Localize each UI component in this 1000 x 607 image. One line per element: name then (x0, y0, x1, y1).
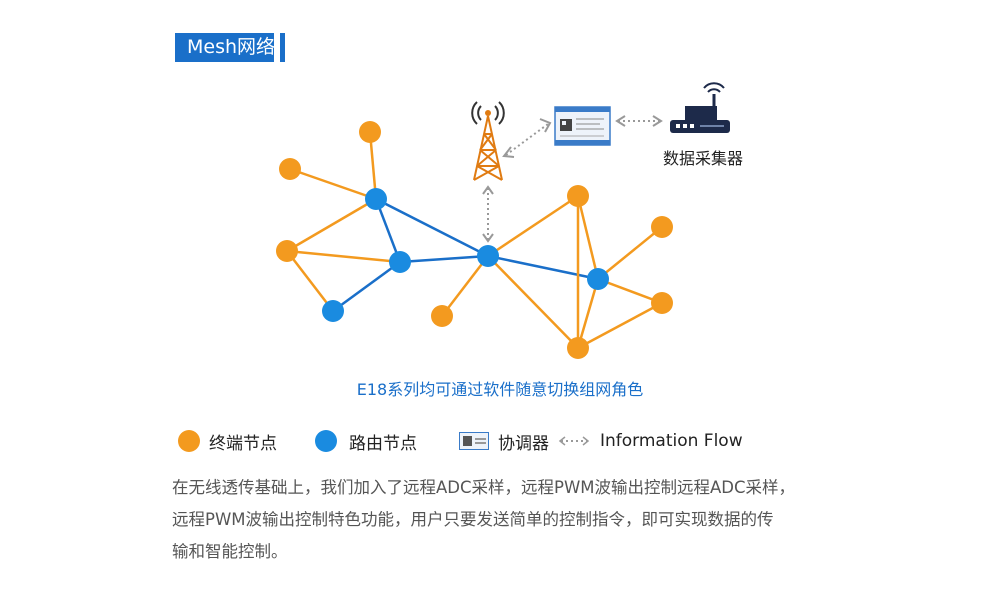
link-e8-r5 (576, 278, 600, 349)
end-node-e2 (279, 158, 301, 180)
link-e7-r5 (597, 277, 663, 305)
collector-label: 数据采集器 (662, 149, 743, 168)
description-line-3: 输和智能控制。 (172, 542, 288, 561)
legend-router-node-label: 路由节点 (349, 433, 417, 454)
link-e5-r4 (487, 194, 579, 258)
description-text: 在无线透传基础上，我们加入了远程ADC采样，远程PWM波输出控制远程ADC采样，… (172, 472, 852, 568)
description-line-1: 在无线透传基础上，我们加入了远程ADC采样，远程PWM波输出控制远程ADC采样， (172, 478, 796, 497)
link-r4-r5 (487, 254, 599, 281)
link-e8-r4 (487, 255, 579, 349)
legend-coordinator: 协调器 (459, 429, 549, 454)
end-node-e3 (276, 240, 298, 262)
link-r1-r2 (374, 198, 402, 263)
network-nodes (276, 121, 673, 359)
router-node-r4 (477, 245, 499, 267)
diagram-caption: E18系列均可通过软件随意切换组网角色 (356, 380, 644, 399)
link-r2-r3 (332, 260, 401, 313)
coordinator-mini-icon (459, 432, 489, 450)
link-e8-e7 (577, 301, 663, 350)
router-node-r5 (587, 268, 609, 290)
description-line-2: 远程PWM波输出控制特色功能，用户只要发送简单的控制指令，即可实现数据的传 (172, 510, 774, 529)
link-e3-r1 (286, 197, 377, 253)
dotted-arrow-icon (558, 436, 590, 446)
end-node-e4 (431, 305, 453, 327)
cell-tower-icon (471, 101, 505, 181)
legend-end-node: 终端节点 (178, 429, 277, 454)
legend-end-node-label: 终端节点 (209, 433, 277, 454)
flow-arrow-tower-coordinator (505, 123, 549, 156)
end-node-e1 (359, 121, 381, 143)
router-node-dot-icon (315, 430, 337, 452)
end-node-e7 (651, 292, 673, 314)
link-r1-r4 (375, 197, 489, 258)
link-e1-r1 (368, 131, 378, 200)
link-r2-r4 (399, 254, 489, 264)
link-e3-r3 (286, 250, 334, 312)
info-flow-arrows (487, 120, 660, 240)
end-node-dot-icon (178, 430, 200, 452)
router-device-icon (670, 82, 730, 133)
section-header: Mesh网络 (175, 33, 285, 62)
legend: 终端节点 路由节点 协调器 Information Flow (178, 428, 743, 454)
legend-info-flow-label: Information Flow (600, 431, 743, 451)
legend-router-node: 路由节点 (315, 429, 417, 454)
link-e3-r2 (286, 249, 401, 264)
link-e5-r5 (576, 195, 600, 280)
coordinator-module-icon (554, 106, 611, 146)
end-node-e6 (651, 216, 673, 238)
legend-coordinator-label: 协调器 (498, 433, 549, 454)
router-node-r3 (322, 300, 344, 322)
end-node-e8 (567, 337, 589, 359)
arrow-heads (482, 115, 663, 243)
router-node-r1 (365, 188, 387, 210)
section-title: Mesh网络 (175, 33, 275, 62)
title-accent-bar (280, 33, 285, 62)
network-links (286, 131, 663, 350)
link-e4-r4 (441, 255, 489, 317)
legend-info-flow: Information Flow (557, 431, 743, 451)
link-e6-r5 (597, 226, 663, 280)
router-node-r2 (389, 251, 411, 273)
end-node-e5 (567, 185, 589, 207)
link-e2-r1 (289, 167, 377, 201)
